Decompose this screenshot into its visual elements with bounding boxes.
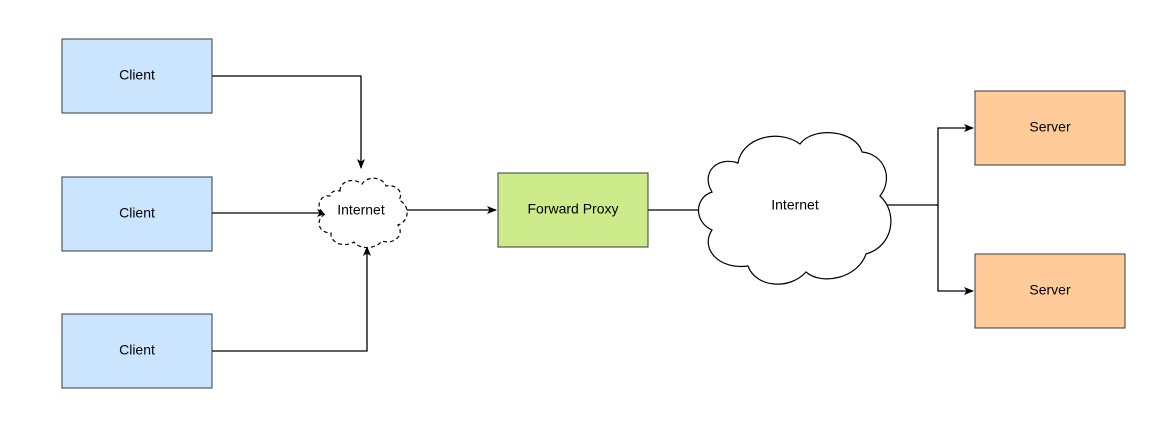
client-node-2: Client <box>61 176 213 252</box>
server-node-1: Server <box>974 90 1126 166</box>
client-label: Client <box>119 342 155 358</box>
forward-proxy-node: Forward Proxy <box>497 172 649 248</box>
internet-public-label: Internet <box>771 197 819 213</box>
forward-proxy-label: Forward Proxy <box>527 201 618 217</box>
edge-internet-to-server-1 <box>876 124 974 206</box>
client-node-1: Client <box>61 38 213 114</box>
edge-client-3-to-internet <box>212 246 371 352</box>
server-label: Server <box>1029 119 1071 135</box>
internet-local-label: Internet <box>337 202 385 218</box>
edge-client-1-to-internet <box>212 75 365 169</box>
client-label: Client <box>119 67 155 83</box>
internet-local-cloud: Internet <box>318 177 408 249</box>
server-label: Server <box>1029 282 1071 298</box>
client-node-3: Client <box>61 313 213 389</box>
edges <box>212 75 974 352</box>
internet-public-cloud: Internet <box>697 132 892 285</box>
edge-internet-to-server-2 <box>937 205 974 295</box>
client-label: Client <box>119 205 155 221</box>
server-node-2: Server <box>974 253 1126 329</box>
